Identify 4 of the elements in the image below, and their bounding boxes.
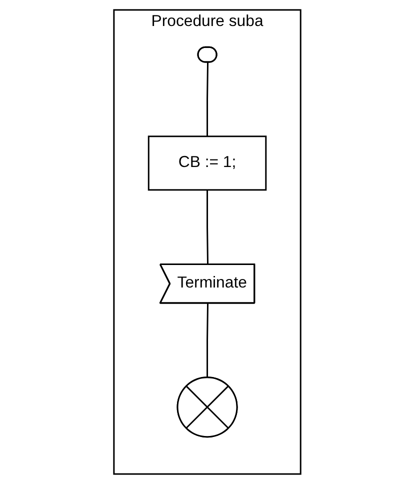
node-box: CB := 1; [148,136,266,191]
connector [206,303,208,378]
connector [206,62,208,136]
connector [206,190,208,265]
